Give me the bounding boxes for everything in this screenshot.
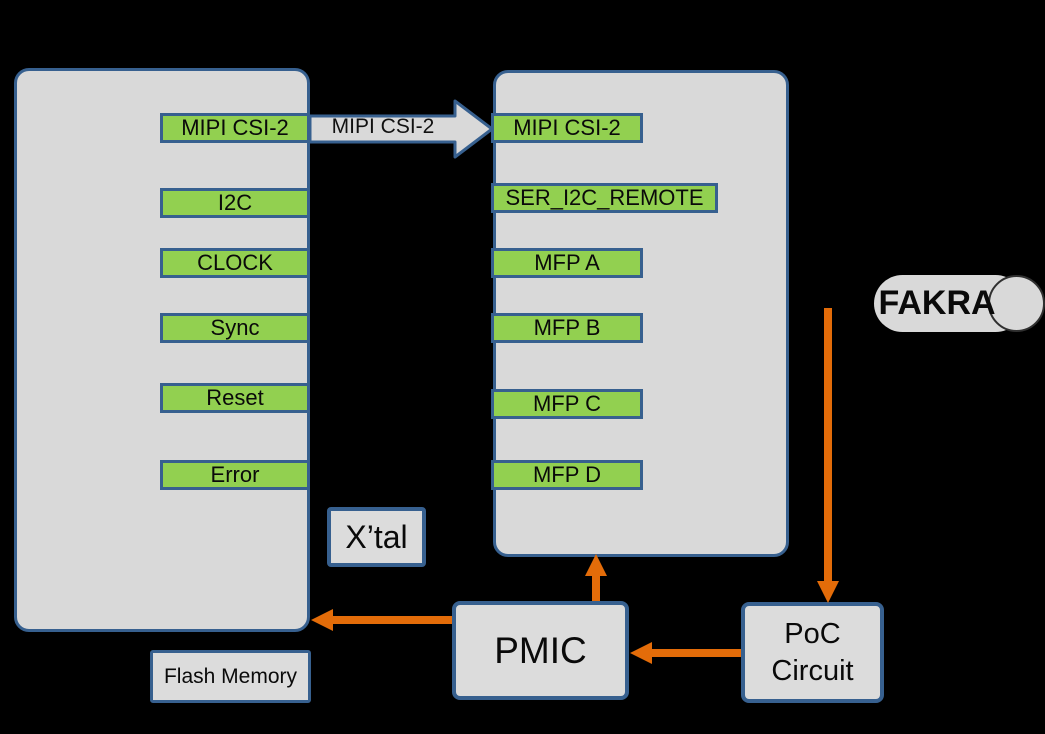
xtal-box: X’tal: [327, 507, 426, 567]
arrowhead-left-icon: [630, 642, 652, 664]
power-line-pmic-to-left-block: [333, 616, 452, 624]
flash-memory-box: Flash Memory: [150, 650, 311, 703]
mipi-bus-arrow-label: MIPI CSI-2: [331, 115, 435, 138]
port-right-mfp-c: MFP C: [491, 389, 643, 419]
port-left-i2c: I2C: [160, 188, 310, 218]
pmic-box: PMIC: [452, 601, 629, 700]
poc-circuit-box: PoC Circuit: [741, 602, 884, 703]
poc-label-line1: PoC: [784, 618, 841, 651]
fakra-connector-icon: [988, 275, 1045, 332]
poc-label-line2: Circuit: [771, 654, 854, 687]
fakra-label: FAKRA: [878, 284, 996, 322]
left-device-block: [14, 68, 310, 632]
arrowhead-down-icon: [817, 581, 839, 603]
mipi-bus-arrow-icon: [308, 99, 494, 159]
port-right-mfp-d: MFP D: [491, 460, 643, 490]
power-line-pmic-to-right-block: [592, 576, 600, 601]
port-left-sync: Sync: [160, 313, 310, 343]
port-left-reset: Reset: [160, 383, 310, 413]
port-right-mfp-a: MFP A: [491, 248, 643, 278]
port-right-mipi-csi2: MIPI CSI-2: [491, 113, 643, 143]
port-left-clock: CLOCK: [160, 248, 310, 278]
arrowhead-up-icon: [585, 554, 607, 576]
power-line-fakra-to-poc: [824, 308, 832, 581]
power-line-poc-to-pmic: [652, 649, 741, 657]
port-right-ser-i2c-remote: SER_I2C_REMOTE: [491, 183, 718, 213]
arrowhead-left-icon: [311, 609, 333, 631]
port-right-mfp-b: MFP B: [491, 313, 643, 343]
port-left-mipi-csi2: MIPI CSI-2: [160, 113, 310, 143]
port-left-error: Error: [160, 460, 310, 490]
